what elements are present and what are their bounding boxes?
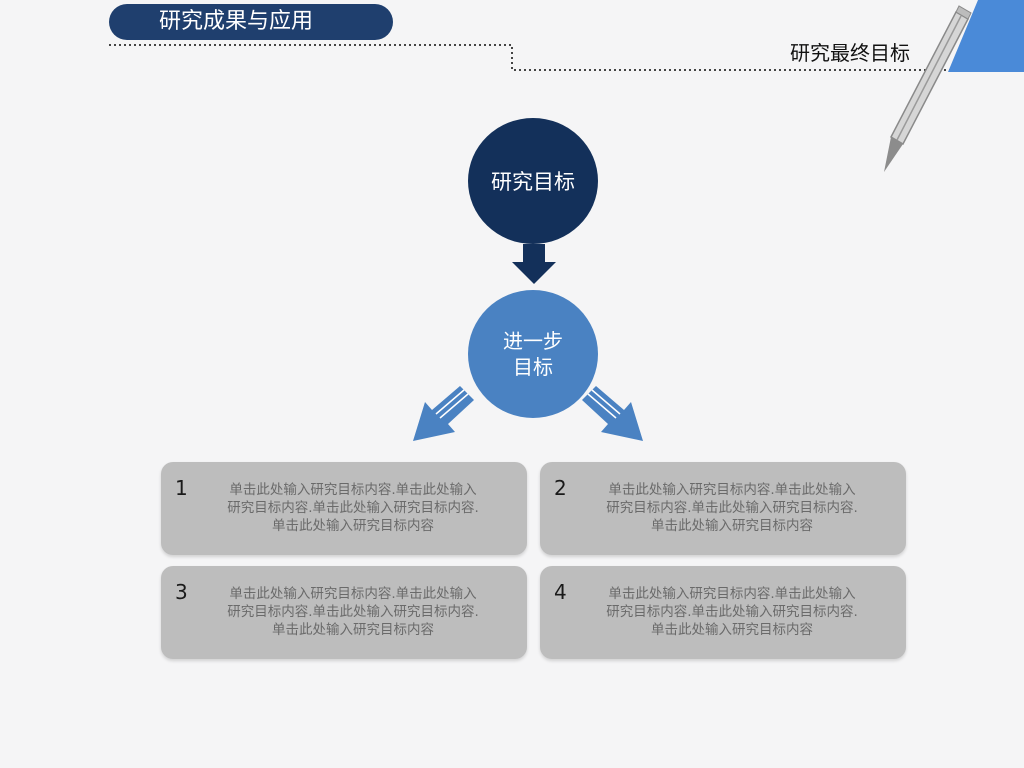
right-arrow-icon (582, 386, 643, 441)
page-subtitle: 研究最终目标 (790, 41, 910, 65)
goal-number: 4 (554, 580, 567, 604)
down-arrow-icon (512, 244, 556, 284)
section-title: 研究成果与应用 (109, 4, 393, 40)
goal-box-4[interactable]: 4 单击此处输入研究目标内容.单击此处输入研究目标内容.单击此处输入研究目标内容… (540, 566, 906, 659)
goal-text: 单击此处输入研究目标内容.单击此处输入研究目标内容.单击此处输入研究目标内容.单… (606, 482, 858, 534)
main-goal-circle: 研究目标 (468, 118, 598, 244)
sub-goal-circle: 进一步 目标 (468, 290, 598, 418)
sub-goal-label: 进一步 目标 (503, 329, 563, 379)
goal-text: 单击此处输入研究目标内容.单击此处输入研究目标内容.单击此处输入研究目标内容.单… (606, 586, 858, 638)
goal-number: 2 (554, 476, 567, 500)
goal-text: 单击此处输入研究目标内容.单击此处输入研究目标内容.单击此处输入研究目标内容.单… (227, 482, 479, 534)
goal-number: 1 (175, 476, 188, 500)
goal-box-3[interactable]: 3 单击此处输入研究目标内容.单击此处输入研究目标内容.单击此处输入研究目标内容… (161, 566, 527, 659)
goal-box-2[interactable]: 2 单击此处输入研究目标内容.单击此处输入研究目标内容.单击此处输入研究目标内容… (540, 462, 906, 555)
corner-accent (948, 0, 1024, 72)
pencil-icon (884, 5, 972, 172)
header-dotted-line (109, 44, 950, 71)
left-arrow-icon (413, 386, 474, 441)
goal-number: 3 (175, 580, 188, 604)
main-goal-label: 研究目标 (491, 170, 575, 194)
goal-text: 单击此处输入研究目标内容.单击此处输入研究目标内容.单击此处输入研究目标内容.单… (227, 586, 479, 638)
goal-box-1[interactable]: 1 单击此处输入研究目标内容.单击此处输入研究目标内容.单击此处输入研究目标内容… (161, 462, 527, 555)
